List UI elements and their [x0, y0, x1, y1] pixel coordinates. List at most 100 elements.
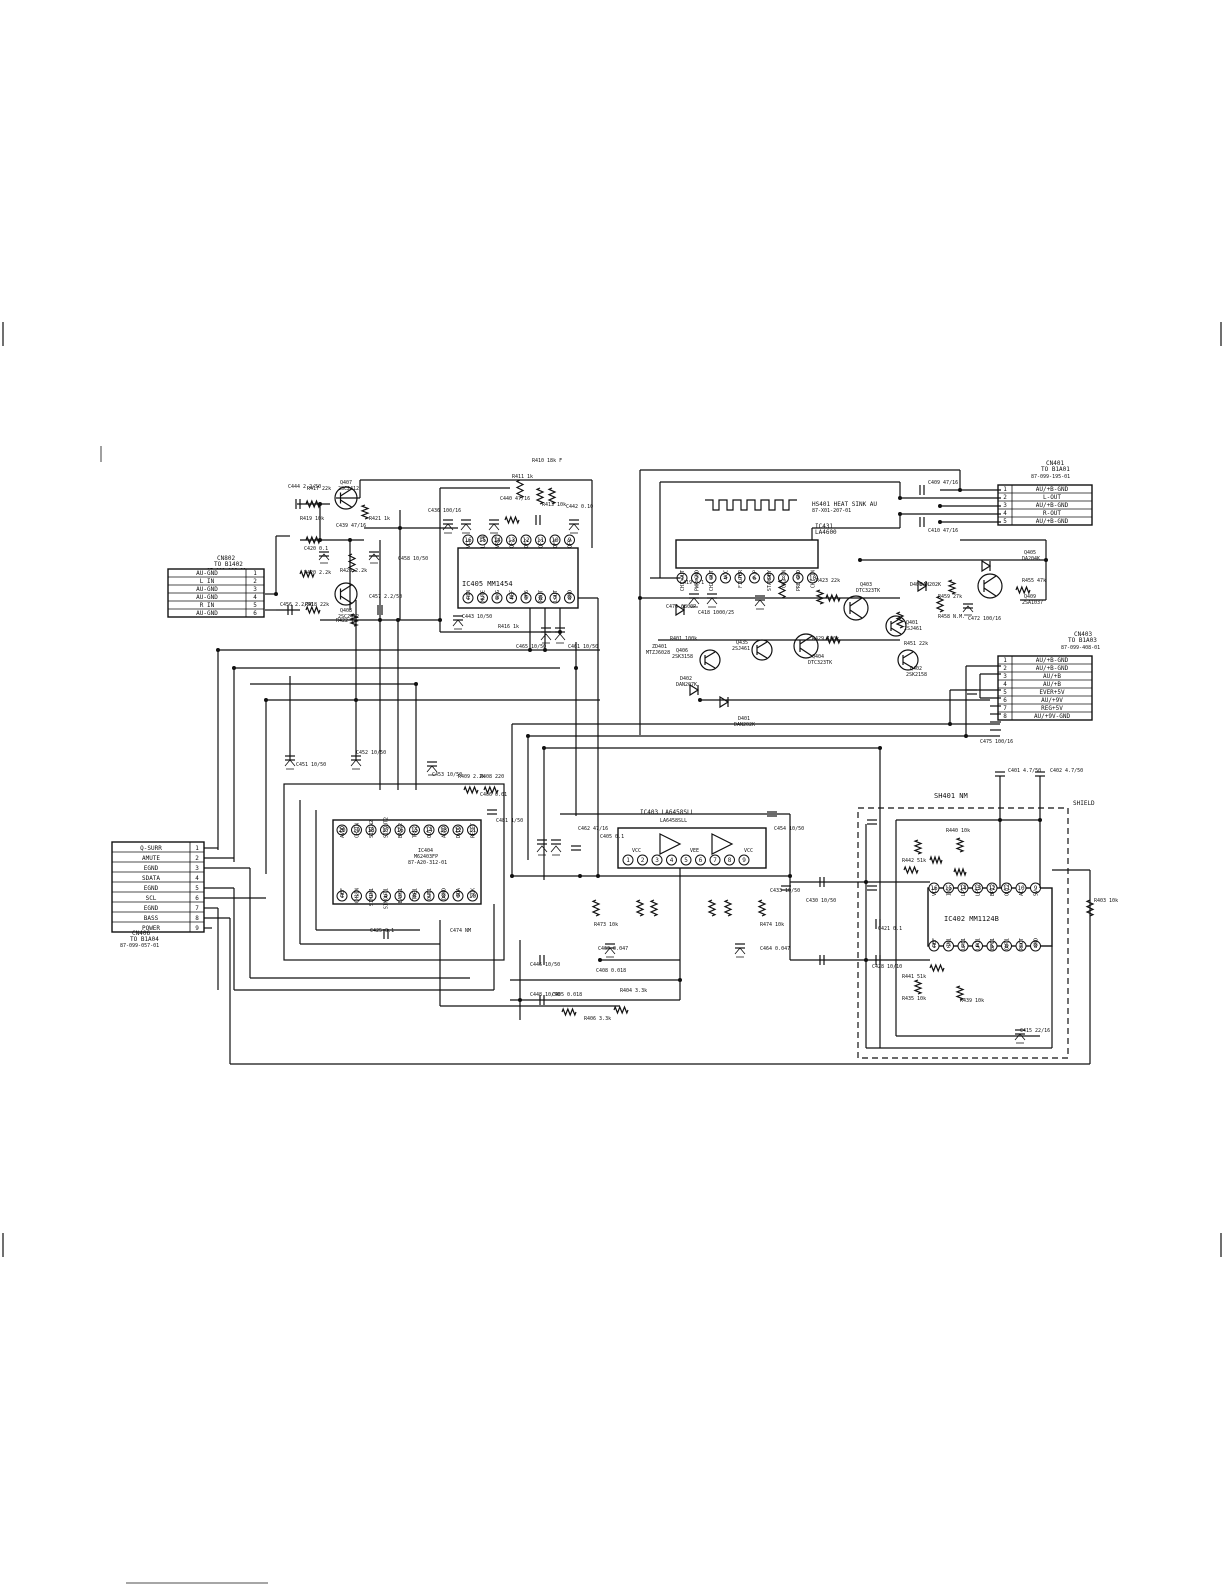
pin-num: 9: [568, 537, 572, 544]
pin-404b-3: [365, 890, 377, 902]
pin-403-9: [738, 854, 750, 866]
ground-symbol: [350, 759, 362, 770]
pin-402b-7: [1015, 940, 1027, 952]
pin-num: 4: [670, 857, 674, 864]
pin-402b-4: [972, 940, 983, 952]
label-c456: C456 2.2/50: [280, 602, 313, 608]
transistor: [756, 641, 768, 649]
cn403-pin-num: 8: [1003, 713, 1007, 720]
ic404-part: M62403FP: [414, 854, 438, 860]
pin-402t-10: [1015, 882, 1027, 894]
pin-402b-5: [986, 940, 998, 952]
cn403-pin-num: 5: [1003, 689, 1007, 696]
transistor: [799, 647, 813, 657]
pin-431-7: [763, 572, 775, 584]
cn403-part-no: 87-099-408-01: [1061, 645, 1100, 651]
pin-label: PRE GND: [796, 570, 802, 591]
pin-label: CH1 OUT: [680, 570, 686, 591]
components: [284, 479, 1095, 1044]
pin-404b-4: [380, 890, 391, 902]
hs401-code: 87-X01-207-01: [812, 508, 851, 514]
label-c408: C408 0.018: [596, 968, 626, 974]
label-r459: R459 27k: [938, 594, 962, 600]
cn403-pin-num: 3: [1003, 673, 1007, 680]
pin-num: 6: [699, 857, 703, 864]
cn406-label: CN406: [132, 930, 150, 937]
resistor: [1015, 585, 1031, 595]
label-r474: R474 10k: [760, 922, 784, 928]
pin-num: 4: [724, 575, 728, 582]
label-r416: R416 1k: [498, 624, 519, 630]
ground-symbol: [284, 759, 296, 770]
pin-402t-15: [943, 882, 954, 894]
pin-label: VCC: [932, 887, 938, 896]
pin-label: VREF: [495, 536, 501, 548]
pin-402b-3: [957, 940, 969, 952]
pin-label: SIMOUT2: [384, 817, 390, 838]
pin-num: 14: [959, 885, 967, 892]
transistor: [843, 595, 869, 621]
resistor: [955, 985, 965, 1001]
pin-405b-1: [462, 592, 474, 604]
pin-label: DGND: [442, 888, 448, 900]
cn406-pin-num: 7: [195, 905, 199, 912]
pin-num: 15: [411, 827, 419, 834]
transistor: [756, 651, 768, 659]
junction-dot: [998, 818, 1002, 822]
junction-dot: [526, 734, 530, 738]
label-r422: R422 1k: [336, 618, 357, 624]
transistor: [849, 597, 863, 607]
label-c444: C444 2.2/50: [288, 484, 321, 490]
q402-ref: Q402: [910, 666, 922, 672]
transistor: [977, 573, 1003, 599]
label-c440: C440 47/16: [500, 496, 530, 502]
pin-num: 13: [440, 827, 448, 834]
q402-part: 2SK2158: [906, 672, 927, 678]
label-r423: R423 22k: [816, 578, 840, 584]
pin-label: CH1 IN: [811, 570, 817, 588]
pin-402t-14: [957, 882, 969, 894]
label-c462: C462 47/16: [578, 826, 608, 832]
ground-symbol: [550, 845, 562, 856]
pin-402b-2: [943, 940, 954, 952]
label-c442: C442 0.10: [566, 504, 593, 510]
pin-label: SDA: [456, 888, 462, 897]
pin-label: CH2 IN: [782, 570, 788, 588]
pin-label: DVDD: [456, 826, 462, 838]
label-r419: R419 10k: [300, 516, 324, 522]
pin-label: AGND: [442, 826, 448, 838]
diode: [917, 579, 928, 593]
pin-403-8: [724, 854, 735, 866]
resistor: [955, 837, 965, 853]
pin-num: 4: [384, 893, 388, 900]
pin-403-6: [695, 854, 706, 866]
q406-ref: Q406: [676, 648, 688, 654]
pin-405b-7: [549, 592, 561, 604]
resistor: [305, 605, 321, 615]
pin-label: OUT1: [427, 888, 433, 900]
pin-label: BASS2: [398, 823, 404, 838]
d402-ref: D402: [680, 676, 692, 682]
transistor: [704, 661, 716, 669]
ground-symbol: [442, 523, 454, 534]
cn403-pin-name: AU/+9V-GND: [1034, 713, 1071, 720]
cn403-connector: CN403 TO B1A03 87-099-408-01 AU/+B-GND1A…: [997, 631, 1100, 721]
q405-ref: Q405: [1024, 550, 1036, 556]
pin-405t-11: [535, 534, 546, 546]
pin-num: 9: [742, 857, 746, 864]
pin-404b-10: [467, 890, 478, 902]
zd401-ref: ZD401: [652, 644, 667, 650]
ground-symbol: [1014, 1033, 1026, 1044]
junction-dot: [574, 666, 578, 670]
junction-dot: [348, 538, 352, 542]
label-c405: C405 0.1: [600, 834, 624, 840]
cn401-label: CN401: [1046, 460, 1064, 467]
junction-dot: [542, 746, 546, 750]
junction-dot: [678, 978, 682, 982]
ground-symbol: [568, 523, 580, 534]
pin-label: QF4: [553, 539, 559, 548]
pin-404b-6: [409, 890, 420, 902]
label-r417: R417 22k: [307, 486, 331, 492]
pin-num: 3: [369, 893, 373, 900]
